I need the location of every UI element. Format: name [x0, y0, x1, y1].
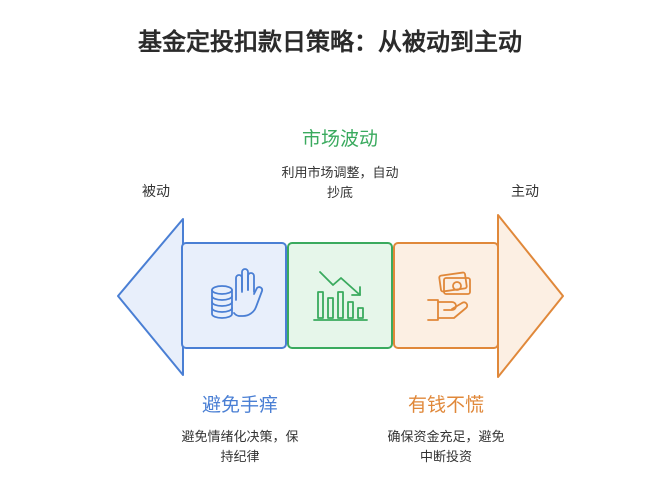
bottom-left-desc-line2: 持纪律	[220, 450, 260, 465]
bottom-left-desc-line1: 避免情绪化决策，保	[181, 430, 299, 445]
left-arrow-head	[117, 218, 184, 376]
page-title: 基金定投扣款日策略：从被动到主动	[138, 28, 522, 56]
right-arrow-head	[497, 214, 564, 378]
top-description: 利用市场调整，自动 抄底	[240, 164, 440, 204]
top-desc-line1: 利用市场调整，自动	[281, 166, 399, 181]
top-heading: 市场波动	[301, 128, 378, 150]
bottom-right-desc-line2: 中断投资	[419, 450, 472, 465]
chart-down-icon	[313, 271, 368, 321]
bottom-left-heading: 避免手痒	[201, 394, 278, 416]
hand-money-icon	[427, 271, 471, 321]
right-label: 主动	[511, 184, 539, 200]
blue-box	[181, 242, 287, 349]
bottom-right-description: 确保资金充足，避免 中断投资	[346, 428, 546, 468]
orange-box	[393, 242, 499, 349]
bottom-left-description: 避免情绪化决策，保 持纪律	[140, 428, 340, 468]
green-box	[287, 242, 393, 349]
top-desc-line2: 抄底	[326, 186, 353, 201]
left-label: 被动	[142, 184, 170, 200]
hand-coins-icon	[211, 268, 264, 319]
bottom-right-desc-line1: 确保资金充足，避免	[387, 430, 505, 445]
bottom-right-heading: 有钱不慌	[407, 394, 484, 416]
